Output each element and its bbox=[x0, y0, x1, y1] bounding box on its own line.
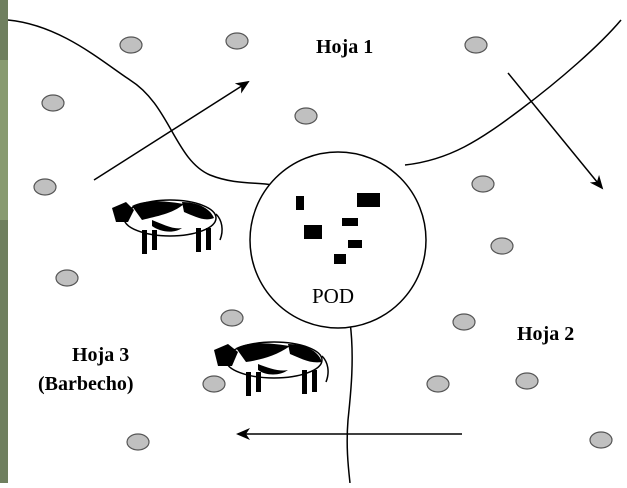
label-leaf-3: Hoja 3 bbox=[72, 344, 129, 366]
boundary-line-top-right bbox=[404, 19, 622, 166]
tree-dots bbox=[33, 32, 613, 451]
arrow-down-right-icon bbox=[507, 72, 604, 190]
label-leaf-1: Hoja 1 bbox=[316, 36, 373, 58]
tree-dot bbox=[33, 178, 57, 196]
tree-dot bbox=[464, 36, 488, 54]
label-leaf-2: Hoja 2 bbox=[517, 323, 574, 345]
tree-dot bbox=[471, 175, 495, 193]
pod-block bbox=[296, 196, 304, 210]
tree-dot bbox=[452, 313, 476, 331]
pod-block bbox=[348, 240, 362, 248]
photo-strip-left bbox=[0, 0, 8, 483]
tree-dot bbox=[220, 309, 244, 327]
cow-icon bbox=[112, 199, 223, 254]
tree-dot bbox=[225, 32, 249, 50]
cow-icon bbox=[214, 341, 329, 396]
pod-block bbox=[342, 218, 358, 226]
arrow-up-right-icon bbox=[93, 80, 250, 181]
pod-block bbox=[357, 193, 380, 207]
tree-dot bbox=[126, 433, 150, 451]
label-pod: POD bbox=[312, 284, 354, 308]
tree-dot bbox=[41, 94, 65, 112]
tree-dot bbox=[294, 107, 318, 125]
pod-block bbox=[334, 254, 346, 264]
photo-strip-right bbox=[621, 0, 627, 483]
tree-dot bbox=[490, 237, 514, 255]
boundary-line-top-left bbox=[7, 19, 273, 186]
photo-strip-left-detail bbox=[0, 60, 8, 220]
tree-dot bbox=[202, 375, 226, 393]
tree-dot bbox=[426, 375, 450, 393]
tree-dot bbox=[55, 269, 79, 287]
boundary-line-bottom bbox=[346, 321, 353, 484]
label-leaf-3-note: (Barbecho) bbox=[38, 373, 134, 395]
tree-dot bbox=[589, 431, 613, 449]
tree-dot bbox=[515, 372, 539, 390]
pod-block bbox=[304, 225, 322, 239]
pod-circle bbox=[249, 151, 427, 329]
tree-dot bbox=[119, 36, 143, 54]
